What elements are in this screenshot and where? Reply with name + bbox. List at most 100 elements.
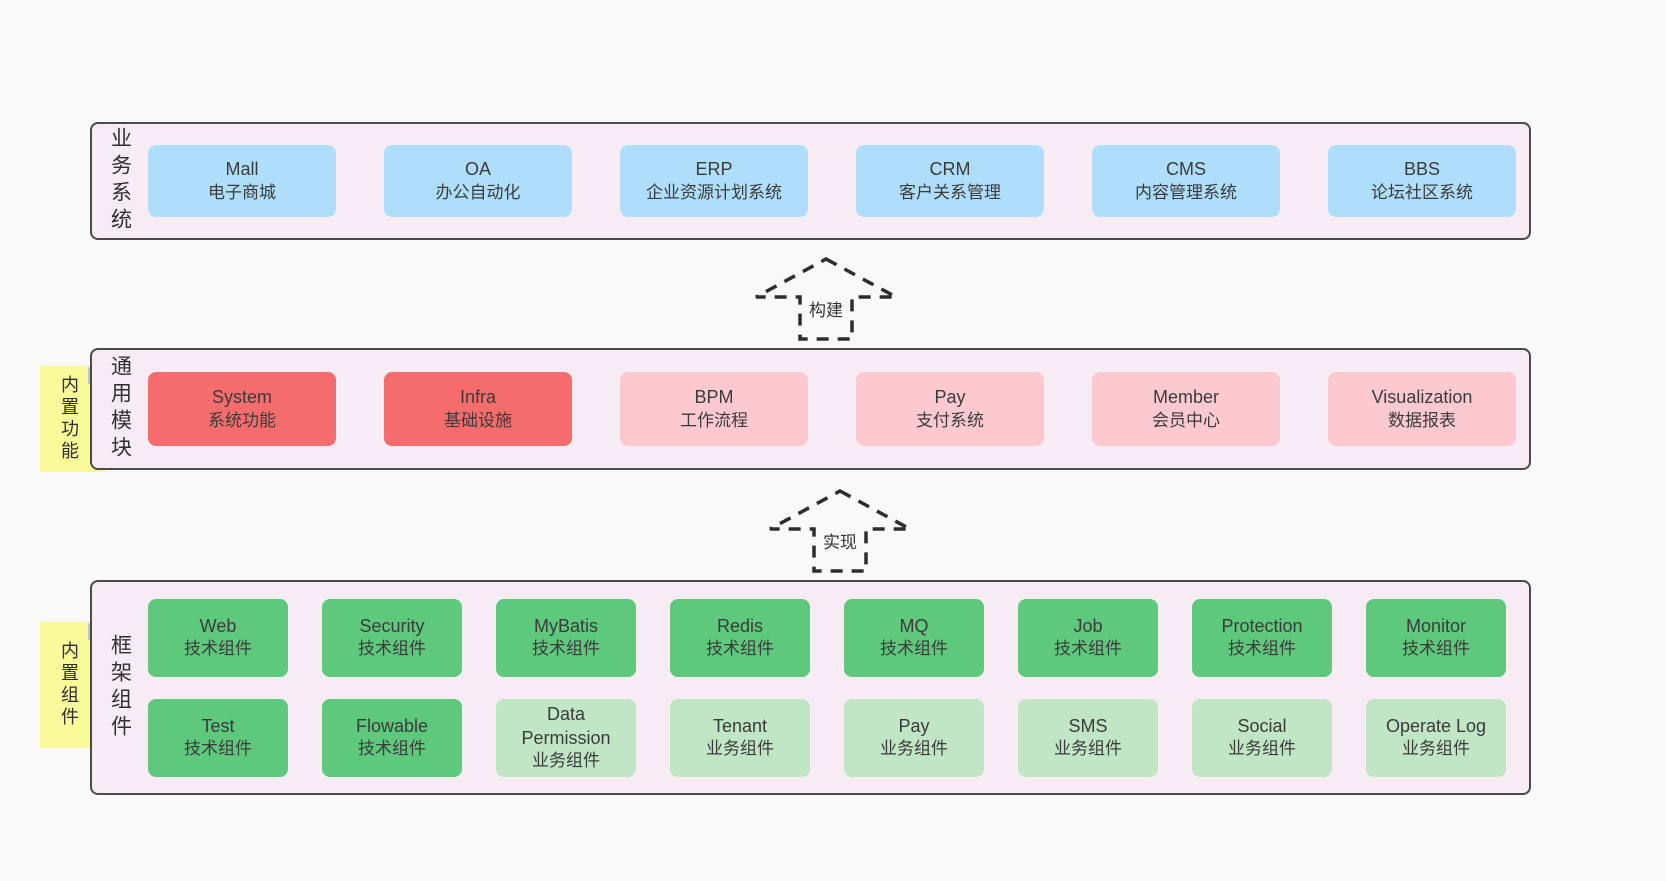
- box-title: System: [211, 387, 272, 408]
- layer-label-common-modules: 通用模块: [108, 355, 132, 463]
- business-box-mall: Mall 电子商城: [148, 145, 336, 217]
- framework-row-1: Web 技术组件 Security 技术组件 MyBatis 技术组件 Redi…: [148, 598, 1529, 677]
- box-subtitle: 工作流程: [680, 410, 748, 430]
- framework-box-web: Web 技术组件: [148, 598, 288, 677]
- box-title: MQ: [899, 615, 929, 636]
- box-title: Flowable: [355, 715, 429, 736]
- box-subtitle: 技术组件: [880, 639, 948, 659]
- box-title: Job: [1073, 615, 1103, 636]
- box-subtitle: 办公自动化: [435, 182, 521, 202]
- box-subtitle: 客户关系管理: [899, 182, 1001, 202]
- box-subtitle: 技术组件: [1054, 639, 1122, 659]
- framework-box-test: Test 技术组件: [148, 698, 288, 777]
- box-title: Social: [1237, 715, 1287, 736]
- box-subtitle: 电子商城: [208, 182, 276, 202]
- box-title: Data Permission: [521, 703, 611, 749]
- framework-box-data-permission: Data Permission 业务组件: [496, 698, 636, 777]
- business-box-crm: CRM 客户关系管理: [856, 145, 1044, 217]
- framework-box-mybatis: MyBatis 技术组件: [496, 598, 636, 677]
- box-subtitle: 业务组件: [880, 739, 948, 759]
- box-title: BPM: [694, 387, 734, 408]
- layer-label-framework-components: 框架组件: [108, 633, 132, 742]
- business-boxes-row: Mall 电子商城 OA 办公自动化 ERP 企业资源计划系统 CRM 客户关系…: [148, 124, 1529, 238]
- box-subtitle: 技术组件: [706, 639, 774, 659]
- framework-box-protection: Protection 技术组件: [1192, 598, 1332, 677]
- box-subtitle: 技术组件: [184, 739, 252, 759]
- box-title: ERP: [695, 159, 733, 180]
- box-subtitle: 业务组件: [1228, 739, 1296, 759]
- framework-row-2: Test 技术组件 Flowable 技术组件 Data Permission …: [148, 698, 1529, 777]
- box-title: Operate Log: [1385, 715, 1487, 736]
- layer-label-column: 业务系统: [92, 124, 148, 238]
- box-title: Tenant: [712, 715, 768, 736]
- box-subtitle: 技术组件: [1402, 639, 1470, 659]
- box-subtitle: 技术组件: [358, 739, 426, 759]
- box-subtitle: 技术组件: [1228, 639, 1296, 659]
- box-title: Mall: [225, 159, 259, 180]
- sticky-note-label: 内置功能: [59, 375, 79, 463]
- box-title: SMS: [1068, 715, 1108, 736]
- framework-box-tenant: Tenant 业务组件: [670, 698, 810, 777]
- module-box-bpm: BPM 工作流程: [620, 372, 808, 446]
- module-box-pay: Pay 支付系统: [856, 372, 1044, 446]
- box-title: MyBatis: [533, 615, 598, 636]
- box-subtitle: 技术组件: [358, 639, 426, 659]
- box-title: CMS: [1166, 159, 1206, 180]
- framework-box-mq: MQ 技术组件: [844, 598, 984, 677]
- layer-label-business-systems: 业务系统: [108, 127, 132, 235]
- box-subtitle: 会员中心: [1152, 410, 1220, 430]
- box-title: Web: [199, 615, 237, 636]
- framework-box-sms: SMS 业务组件: [1018, 698, 1158, 777]
- sticky-note-label: 内置组件: [59, 641, 79, 729]
- box-subtitle: 业务组件: [706, 739, 774, 759]
- framework-box-job: Job 技术组件: [1018, 598, 1158, 677]
- framework-box-monitor: Monitor 技术组件: [1366, 598, 1506, 677]
- arrow-label-implement: 实现: [819, 527, 861, 554]
- framework-box-operate-log: Operate Log 业务组件: [1366, 698, 1506, 777]
- box-subtitle: 技术组件: [184, 639, 252, 659]
- framework-box-redis: Redis 技术组件: [670, 598, 810, 677]
- framework-box-security: Security 技术组件: [322, 598, 462, 677]
- box-title: Monitor: [1405, 615, 1467, 636]
- box-title: Member: [1152, 387, 1219, 408]
- box-title: BBS: [1403, 159, 1441, 180]
- box-subtitle: 企业资源计划系统: [646, 182, 782, 202]
- box-title: CRM: [929, 159, 971, 180]
- box-subtitle: 支付系统: [916, 410, 984, 430]
- module-box-visualization: Visualization 数据报表: [1328, 372, 1516, 446]
- box-subtitle: 业务组件: [1054, 739, 1122, 759]
- box-subtitle: 业务组件: [1402, 739, 1470, 759]
- common-modules-layer: 通用模块 System 系统功能 Infra 基础设施 BPM 工作流程 Pay…: [90, 348, 1531, 470]
- box-title: Visualization: [1371, 387, 1473, 408]
- box-subtitle: 数据报表: [1388, 410, 1456, 430]
- box-title: OA: [464, 159, 491, 180]
- module-box-member: Member 会员中心: [1092, 372, 1280, 446]
- box-subtitle: 业务组件: [532, 751, 600, 771]
- box-title: Test: [201, 715, 235, 736]
- business-box-erp: ERP 企业资源计划系统: [620, 145, 808, 217]
- module-box-system: System 系统功能: [148, 372, 336, 446]
- box-title: Pay: [934, 387, 966, 408]
- box-title: Infra: [459, 387, 497, 408]
- up-arrow-build-icon: [753, 256, 899, 342]
- box-title: Protection: [1221, 615, 1303, 636]
- layer-label-column: 通用模块: [92, 350, 148, 468]
- box-title: Security: [359, 615, 425, 636]
- box-subtitle: 技术组件: [532, 639, 600, 659]
- box-subtitle: 内容管理系统: [1135, 182, 1237, 202]
- framework-box-pay: Pay 业务组件: [844, 698, 984, 777]
- layer-label-column: 框架组件: [92, 582, 148, 793]
- box-subtitle: 基础设施: [444, 410, 512, 430]
- business-box-cms: CMS 内容管理系统: [1092, 145, 1280, 217]
- framework-box-flowable: Flowable 技术组件: [322, 698, 462, 777]
- box-title: Pay: [898, 715, 930, 736]
- box-subtitle: 系统功能: [208, 410, 276, 430]
- framework-box-social: Social 业务组件: [1192, 698, 1332, 777]
- framework-boxes-grid: Web 技术组件 Security 技术组件 MyBatis 技术组件 Redi…: [148, 582, 1529, 793]
- business-box-bbs: BBS 论坛社区系统: [1328, 145, 1516, 217]
- module-box-infra: Infra 基础设施: [384, 372, 572, 446]
- module-boxes-row: System 系统功能 Infra 基础设施 BPM 工作流程 Pay 支付系统…: [148, 350, 1529, 468]
- up-arrow-implement-icon: [767, 488, 913, 574]
- arrow-label-build: 构建: [805, 295, 847, 322]
